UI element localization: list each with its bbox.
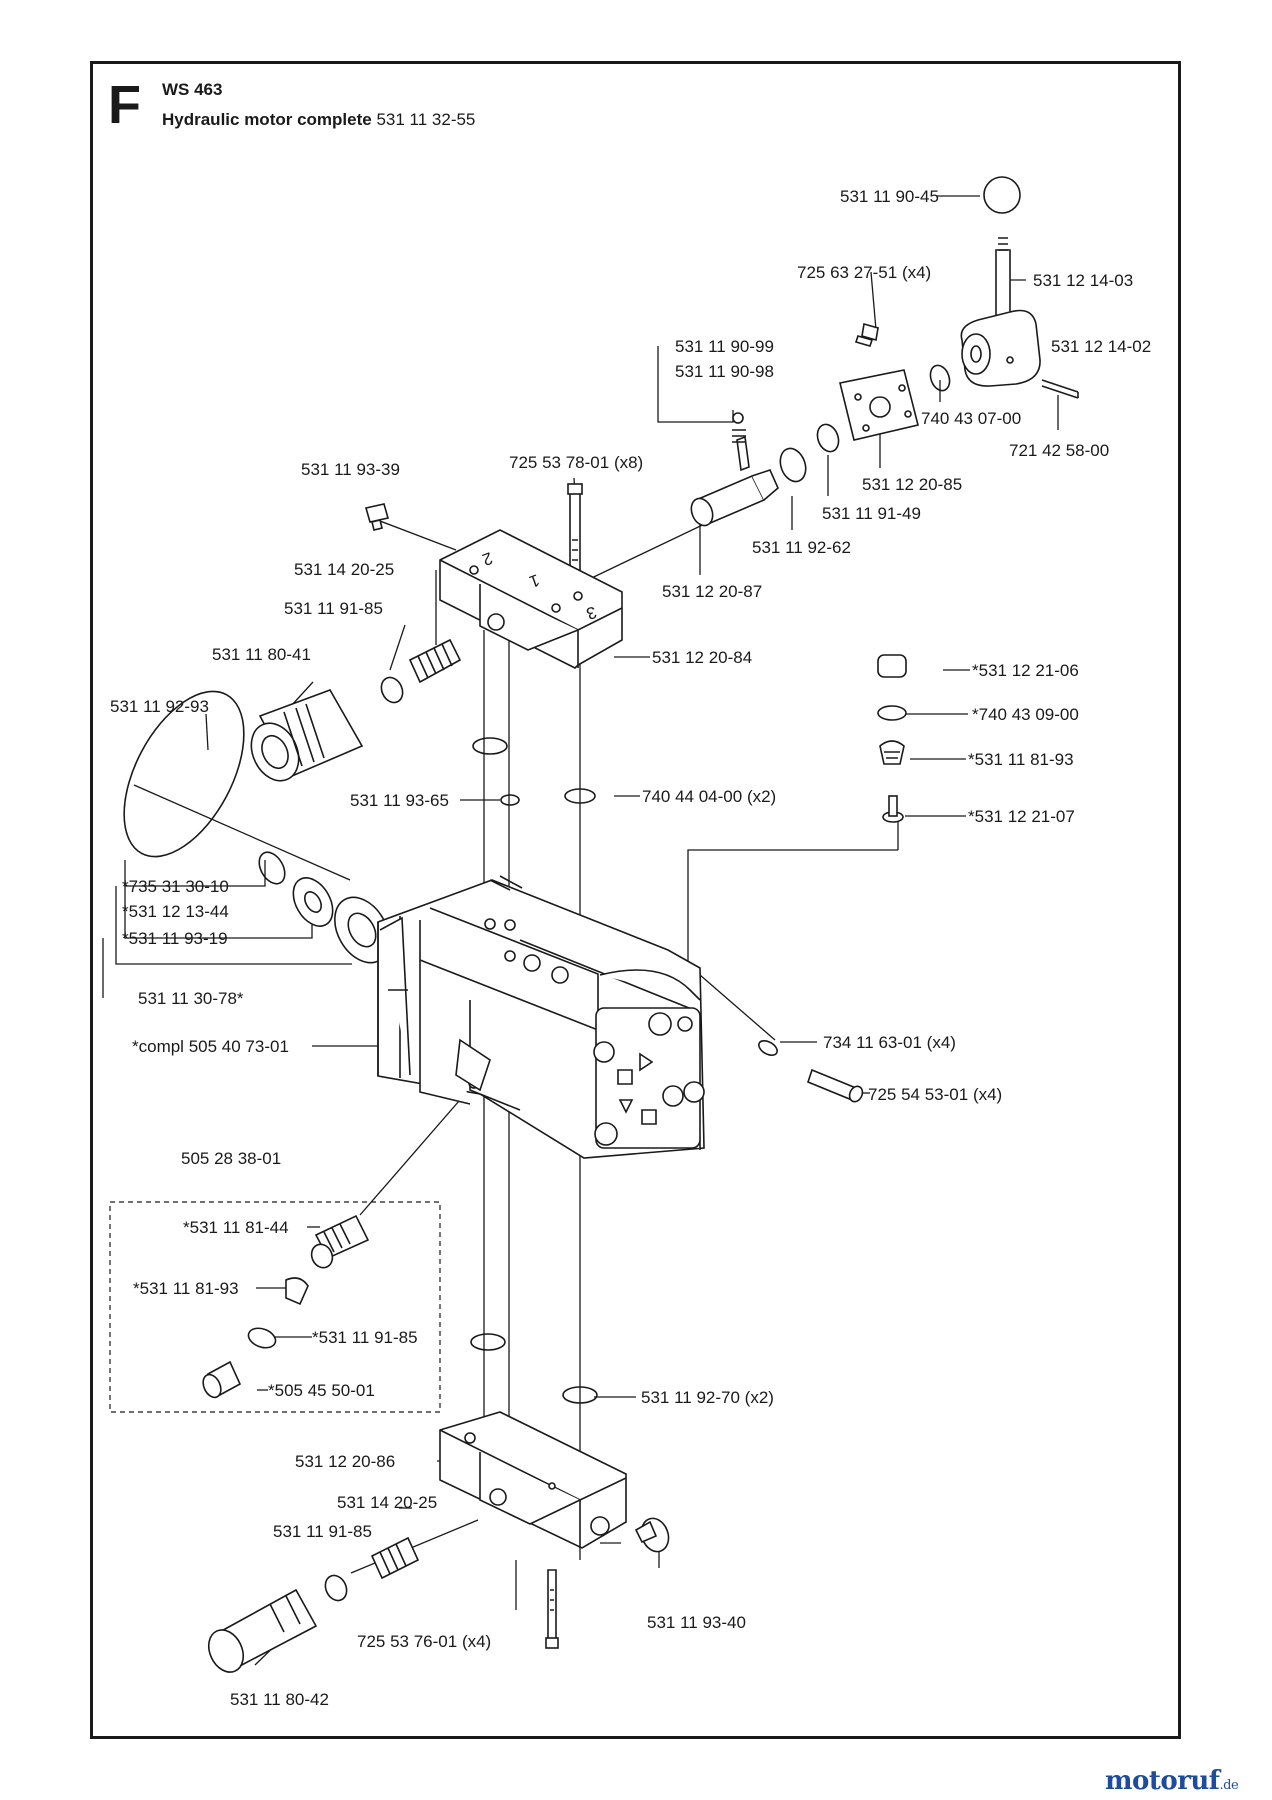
- label-531-12-20-86: 531 12 20-86: [295, 1452, 395, 1471]
- label-531-11-80-41: 531 11 80-41: [212, 645, 311, 664]
- label-725-54-53-01-num: 725 54 53-01: [868, 1085, 968, 1104]
- label-740-44-04-00-num: 740 44 04-00: [642, 787, 742, 806]
- watermark-brand: motoruf: [1105, 1766, 1220, 1796]
- screw-part-top: [854, 322, 879, 347]
- assembly-part-number: 531 11 32-55: [376, 110, 476, 129]
- compl-number: 505 40 73-01: [189, 1037, 289, 1056]
- part-labels: 531 11 90-45 725 63 27-51 (x4) 531 12 14…: [110, 187, 1151, 1709]
- label-531-11-93-39: 531 11 93-39: [301, 460, 400, 479]
- qty-x4-b: (x4): [927, 1033, 956, 1052]
- flange-plate: [839, 369, 919, 441]
- label-531-11-80-42: 531 11 80-42: [230, 1690, 329, 1709]
- plug-screw-1: [364, 503, 390, 531]
- label-531-11-81-44: *531 11 81-44: [183, 1218, 289, 1237]
- diagram-frame: [90, 61, 1181, 1739]
- spring-part-bottom: [370, 1536, 420, 1580]
- orings-middle: [470, 737, 598, 1404]
- label-735-31-30-10: *735 31 30-10: [122, 877, 229, 896]
- label-531-14-20-25-top: 531 14 20-25: [294, 560, 394, 579]
- label-531-11-92-70: 531 11 92-70 (x2): [641, 1388, 774, 1407]
- label-725-54-53-01: 725 54 53-01 (x4): [868, 1085, 1002, 1104]
- label-531-11-93-19: *531 11 93-19: [122, 929, 228, 948]
- large-oring: [123, 690, 245, 858]
- label-740-43-09-00: *740 43 09-00: [972, 705, 1079, 724]
- label-725-53-78-01-num: 725 53 78-01: [509, 453, 609, 472]
- plug-screw-2: [634, 1517, 670, 1553]
- label-531-12-20-84: 531 12 20-84: [652, 648, 752, 667]
- valve-block-top: [439, 529, 623, 669]
- label-compl-505-40-73-01: *compl 505 40 73-01: [132, 1037, 289, 1056]
- assembly-title-text: Hydraulic motor complete: [162, 110, 372, 129]
- label-531-11-90-98: 531 11 90-98: [675, 362, 774, 381]
- label-734-11-63-01-num: 734 11 63-01: [823, 1033, 922, 1052]
- qty-x2-b: (x2): [745, 1388, 774, 1407]
- qty-x8: (x8): [614, 453, 643, 472]
- label-725-53-76-01-num: 725 53 76-01: [357, 1632, 457, 1651]
- retaining-ring: [258, 851, 286, 885]
- hydraulic-motor-body: [377, 875, 705, 1159]
- label-531-11-92-93: 531 11 92-93: [110, 697, 209, 716]
- oring-coupling-bottom: [324, 1574, 348, 1602]
- label-740-44-04-00: 740 44 04-00 (x2): [642, 787, 776, 806]
- label-531-14-20-25-bottom: 531 14 20-25: [337, 1493, 437, 1512]
- valve-block-bottom: [439, 1411, 627, 1549]
- kit-box: [109, 1201, 441, 1413]
- label-531-11-91-49: 531 11 91-49: [822, 504, 921, 523]
- assembly-title: Hydraulic motor complete 531 11 32-55: [162, 110, 475, 130]
- label-531-11-93-40: 531 11 93-40: [647, 1613, 746, 1632]
- label-740-43-07-00: 740 43 07-00: [921, 409, 1021, 428]
- label-721-42-58-00: 721 42 58-00: [1009, 441, 1109, 460]
- quick-coupling-top: [250, 689, 364, 782]
- watermark-suffix: .de: [1219, 1778, 1239, 1793]
- label-531-12-21-06: *531 12 21-06: [972, 661, 1079, 680]
- knob-part: [960, 176, 1079, 399]
- label-531-12-14-03: 531 12 14-03: [1033, 271, 1133, 290]
- section-letter: F: [108, 75, 141, 135]
- label-531-11-92-62: 531 11 92-62: [752, 538, 851, 557]
- compl-tag: *compl: [132, 1037, 184, 1056]
- label-531-11-90-45: 531 11 90-45: [840, 187, 939, 206]
- label-531-11-93-65: 531 11 93-65: [350, 791, 449, 810]
- valve-spool: [690, 412, 779, 527]
- qty-x4-d: (x4): [462, 1632, 491, 1651]
- label-531-11-92-70-num: 531 11 92-70: [641, 1388, 740, 1407]
- model-name: WS 463: [162, 80, 223, 99]
- label-725-63-27-51: 725 63 27-51 (x4): [797, 263, 931, 282]
- label-725-63-27-51-num: 725 63 27-51: [797, 263, 897, 282]
- label-531-11-91-85-top: 531 11 91-85: [284, 599, 383, 618]
- spring-part-top: [408, 638, 462, 684]
- watermark-logo: motoruf.de: [1105, 1766, 1239, 1796]
- label-531-11-90-99: 531 11 90-99: [675, 337, 774, 356]
- quick-coupling-bottom: [207, 1588, 318, 1673]
- qty-x4-a: (x4): [902, 263, 931, 282]
- oring-top-1: [779, 364, 951, 483]
- label-531-12-14-02: 531 12 14-02: [1051, 337, 1151, 356]
- label-531-11-91-85-kit: *531 11 91-85: [312, 1328, 418, 1347]
- shaft-seal: [334, 896, 390, 964]
- label-734-11-63-01: 734 11 63-01 (x4): [823, 1033, 956, 1052]
- label-531-12-13-44: *531 12 13-44: [122, 902, 229, 921]
- label-725-53-76-01: 725 53 76-01 (x4): [357, 1632, 491, 1651]
- qty-x2-a: (x2): [747, 787, 776, 806]
- kit-parts: [202, 1214, 370, 1399]
- label-531-11-30-78: 531 11 30-78*: [138, 989, 244, 1008]
- motor-bolt-washer: [758, 1039, 864, 1103]
- label-505-28-38-01: 505 28 38-01: [181, 1149, 281, 1168]
- qty-x4-c: (x4): [973, 1085, 1002, 1104]
- label-725-53-78-01: 725 53 78-01 (x8): [509, 453, 643, 472]
- label-531-11-91-85-bottom: 531 11 91-85: [273, 1522, 372, 1541]
- label-531-12-20-87: 531 12 20-87: [662, 582, 762, 601]
- label-531-12-20-85: 531 12 20-85: [862, 475, 962, 494]
- long-bolt-x8: [567, 483, 583, 591]
- label-505-45-50-01: *505 45 50-01: [268, 1381, 375, 1400]
- washer-seal: [292, 877, 334, 927]
- oring-coupling-top: [380, 676, 404, 704]
- label-531-11-81-93-right: *531 11 81-93: [968, 750, 1074, 769]
- label-531-12-21-07: *531 12 21-07: [968, 807, 1075, 826]
- check-valve-parts: [877, 654, 907, 823]
- long-bolt-bottom: [545, 1569, 559, 1649]
- label-531-11-81-93-kit: *531 11 81-93: [133, 1279, 239, 1298]
